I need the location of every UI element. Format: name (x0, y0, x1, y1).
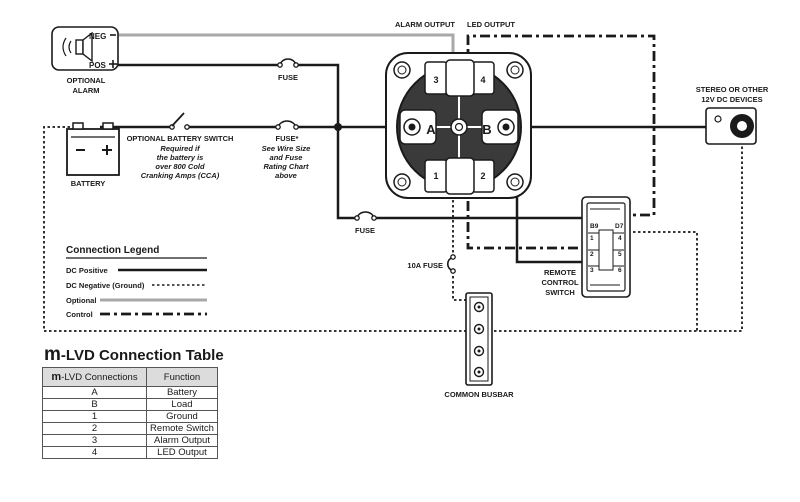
table-title-rest: -LVD Connection Table (60, 347, 224, 364)
table-header-row: m-LVD Connections Function (42, 367, 218, 387)
connection-table-title: m-LVD Connection Table (44, 344, 224, 366)
header-connections: m-LVD Connections (42, 367, 147, 387)
function-cell: Load (146, 398, 218, 411)
function-cell: Ground (146, 410, 218, 423)
mlvd-device (385, 52, 532, 199)
battery-switch-title: OPTIONAL BATTERY SWITCH (127, 134, 234, 143)
connection-legend: Connection Legend DC Positive DC Negativ… (66, 245, 207, 319)
alarm-device (51, 26, 119, 71)
battery-switch-note-1: Required if (160, 144, 201, 153)
fuse-bottom-label: FUSE (355, 226, 375, 235)
fuse-note-1: See Wire Size (262, 144, 311, 153)
remote-switch-label-3: SWITCH (545, 288, 575, 297)
terminal-4-label: 4 (480, 75, 485, 85)
fuse-note-2: and Fuse (270, 153, 303, 162)
stereo-label-1: STEREO OR OTHER (696, 85, 769, 94)
rocker-pin-5: 5 (618, 251, 622, 258)
alarm-output-label: ALARM OUTPUT (395, 20, 455, 29)
legend-title: Connection Legend (66, 245, 159, 256)
rocker-pin-6: 6 (618, 267, 622, 274)
junction-dot (334, 123, 342, 131)
common-busbar (465, 292, 493, 386)
rocker-pin-2: 2 (590, 251, 594, 258)
alarm-neg-label: NEG (89, 32, 106, 41)
remote-feed-wire (336, 127, 356, 220)
fuse-mid-label: FUSE* (276, 134, 299, 143)
battery-switch-symbol (169, 112, 190, 130)
battery-symbol (66, 122, 120, 176)
common-busbar-label: COMMON BUSBAR (444, 390, 514, 399)
terminal-1-label: 1 (433, 171, 438, 181)
battery-switch-note-2: the battery is (157, 153, 204, 162)
remote-control-switch (581, 196, 631, 298)
header-rest: -LVD Connections (61, 372, 138, 383)
optional-alarm-label-1: OPTIONAL (67, 76, 106, 85)
rocker-pin-d7: D7 (615, 223, 624, 230)
fuse-note-4: above (275, 171, 297, 180)
connection-cell: 2 (42, 422, 147, 435)
terminal-3-label: 3 (433, 75, 438, 85)
stereo-device (705, 107, 757, 145)
legend-control-label: Control (66, 310, 93, 319)
function-cell: LED Output (146, 446, 218, 459)
header-prefix: m (51, 371, 62, 383)
optional-alarm-label-2: ALARM (72, 86, 99, 95)
led-output-label: LED OUTPUT (467, 20, 515, 29)
terminal-2-label: 2 (480, 171, 485, 181)
function-cell: Alarm Output (146, 434, 218, 447)
rocker-pin-b9: B9 (590, 223, 599, 230)
legend-dc-positive-label: DC Positive (66, 266, 108, 275)
led-control-line (466, 34, 656, 217)
fuse-10a-label: 10A FUSE (407, 261, 443, 270)
rocker-pin-1: 1 (590, 235, 594, 242)
battery-switch-note-4: Cranking Amps (CCA) (141, 171, 220, 180)
alarm-pos-label: POS (89, 61, 107, 70)
terminal-b-label: B (482, 122, 491, 137)
function-cell: Battery (146, 386, 218, 399)
terminal-a-label: A (426, 122, 436, 137)
connection-cell: B (42, 398, 147, 411)
table-title-prefix: m (44, 344, 61, 365)
battery-label: BATTERY (71, 179, 106, 188)
connection-cell: 4 (42, 446, 147, 459)
legend-dc-negative-label: DC Negative (Ground) (66, 281, 145, 290)
ground-wire-switch (623, 231, 698, 331)
connection-cell: 1 (42, 410, 147, 423)
remote-switch-label-1: REMOTE (544, 268, 576, 277)
legend-optional-label: Optional (66, 296, 96, 305)
rocker-pin-3: 3 (590, 267, 594, 274)
battery-switch-note-3: over 800 Cold (155, 162, 205, 171)
led-control-line-2 (466, 180, 582, 250)
header-function: Function (146, 367, 218, 387)
fuse-note-3: Rating Chart (264, 162, 310, 171)
connection-cell: A (42, 386, 147, 399)
rocker-pin-4: 4 (618, 235, 622, 242)
alarm-positive-wire-2 (296, 63, 340, 127)
remote-switch-label-2: CONTROL (541, 278, 578, 287)
stereo-label-2: 12V DC DEVICES (701, 95, 762, 104)
connection-cell: 3 (42, 434, 147, 447)
fuse-top-label: FUSE (278, 73, 298, 82)
function-cell: Remote Switch (146, 422, 218, 435)
ground-wire (43, 126, 743, 332)
